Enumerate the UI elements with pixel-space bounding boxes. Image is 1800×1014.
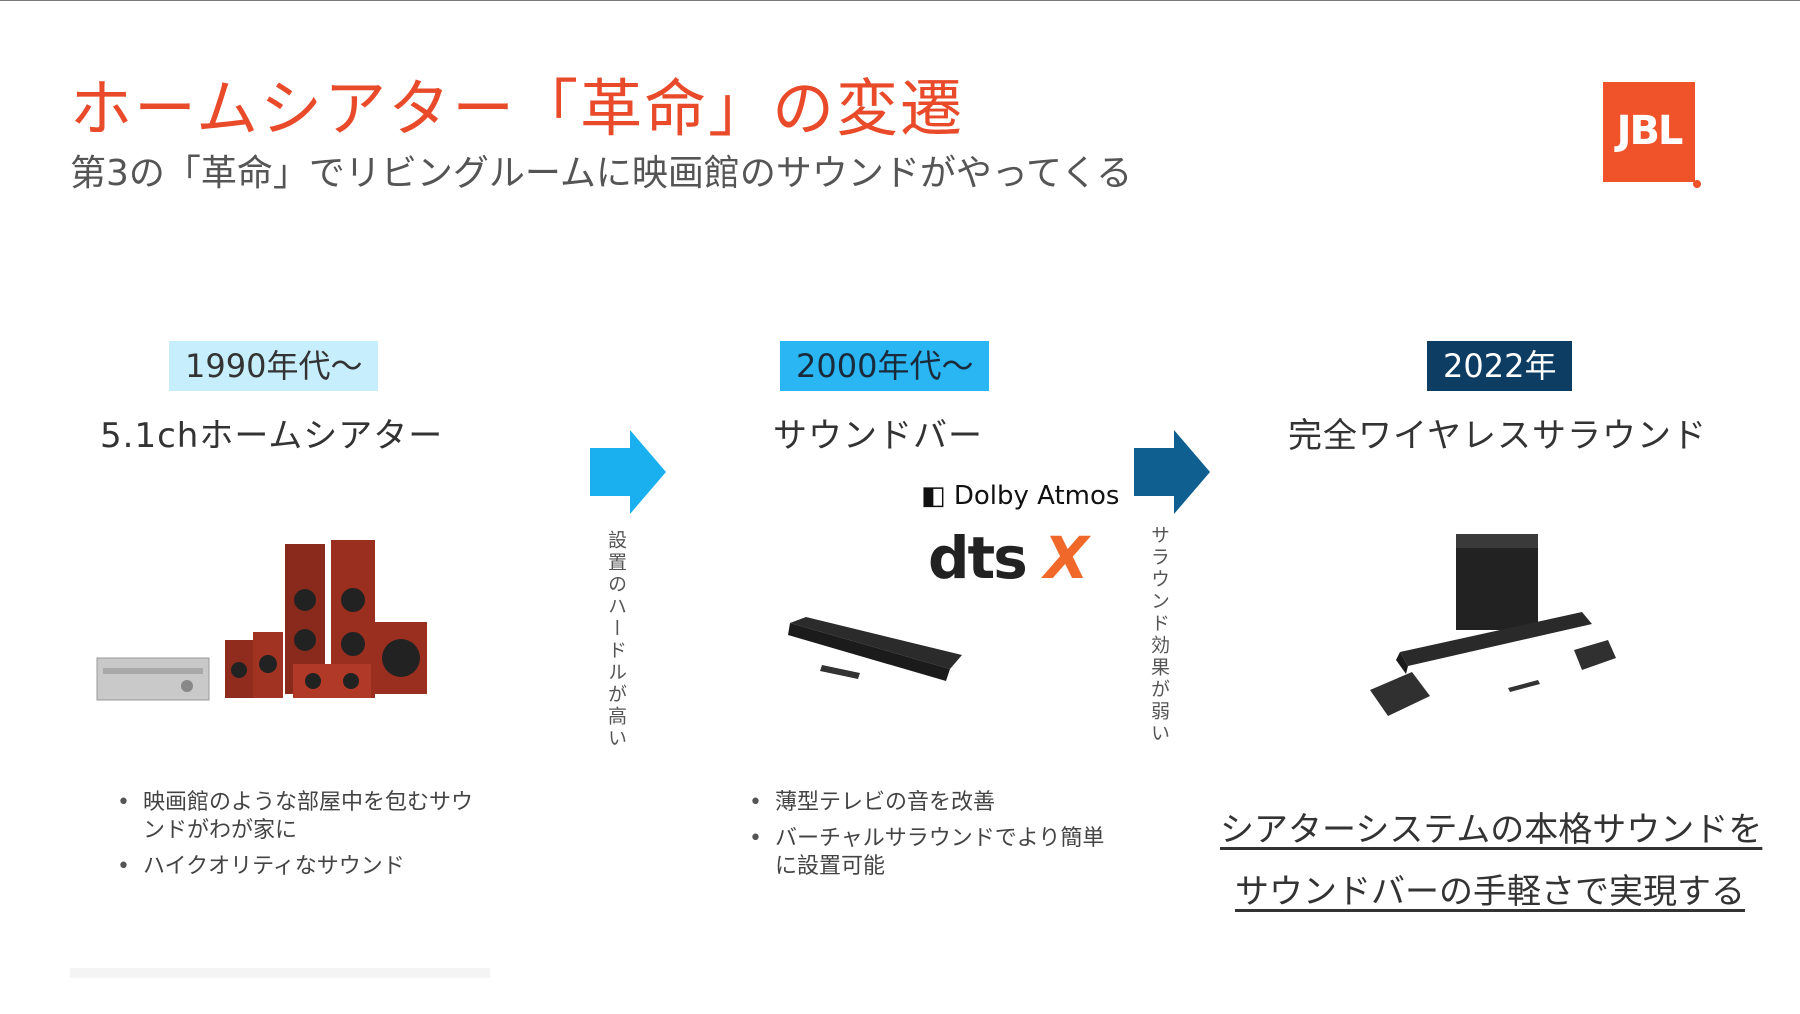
era-badge-2000s: 2000年代〜 bbox=[780, 341, 990, 391]
soundbar-image bbox=[788, 617, 962, 681]
list-item: 映画館のような部屋中を包むサウンドがわが家に bbox=[117, 789, 483, 845]
dolby-mark-icon: ◧ bbox=[921, 481, 954, 511]
stage-heading-home-theater: 5.1chホームシアター bbox=[100, 416, 444, 456]
home-theater-speakers-image bbox=[96, 540, 427, 701]
transition-note-2: サラウンド効果が弱い bbox=[1148, 525, 1170, 745]
wireless-surround-system-image bbox=[1370, 534, 1616, 716]
faint-footnote-bar bbox=[70, 968, 490, 978]
stage-heading-wireless-surround: 完全ワイヤレスサラウンド bbox=[1288, 416, 1707, 456]
jbl-logo-text: JBL bbox=[1616, 108, 1684, 154]
list-item: バーチャルサラウンドでより簡単に設置可能 bbox=[749, 825, 1115, 881]
punchline-line-1: シアターシステムの本格サウンドを bbox=[1220, 810, 1763, 850]
transition-note-1: 設置のハードルが高い bbox=[605, 530, 627, 750]
dolby-atmos-logo: ◧ Dolby Atmos bbox=[921, 481, 1120, 511]
page-title: ホームシアター「革命」の変遷 bbox=[70, 72, 965, 145]
list-item: ハイクオリティなサウンド bbox=[117, 853, 483, 881]
stage-heading-soundbar: サウンドバー bbox=[773, 416, 983, 456]
era-badge-2022: 2022年 bbox=[1427, 341, 1573, 391]
stage-1-bullets: 映画館のような部屋中を包むサウンドがわが家に ハイクオリティなサウンド bbox=[117, 789, 483, 889]
list-item: 薄型テレビの音を改善 bbox=[749, 789, 1115, 817]
right-arrow-icon bbox=[590, 430, 666, 514]
top-divider bbox=[0, 0, 1800, 1]
right-arrow-icon bbox=[1134, 430, 1210, 514]
dts-x-logo: dts X bbox=[928, 524, 1089, 592]
punchline-line-2: サウンドバーの手軽さで実現する bbox=[1235, 872, 1745, 912]
logo-dot bbox=[1693, 180, 1701, 188]
era-badge-1990s: 1990年代〜 bbox=[169, 341, 379, 391]
stage-2-bullets: 薄型テレビの音を改善 バーチャルサラウンドでより簡単に設置可能 bbox=[749, 789, 1115, 889]
jbl-logo: JBL bbox=[1603, 82, 1701, 188]
page-subtitle: 第3の「革命」でリビングルームに映画館のサウンドがやってくる bbox=[70, 153, 1133, 194]
